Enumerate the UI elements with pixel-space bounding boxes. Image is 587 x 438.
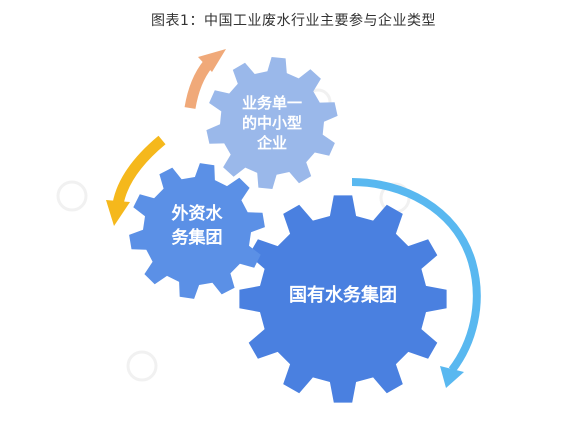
- gear-small-medium-enterprise: [206, 57, 338, 189]
- watermark-logo-1: [56, 180, 88, 212]
- orange-arrow-head: [198, 49, 226, 72]
- gear-foreign-water-group: [129, 163, 265, 299]
- yellow-cycle-arrow: [112, 135, 166, 206]
- blue-arrow-head: [440, 366, 464, 388]
- gear-state-owned-water-group: [239, 195, 447, 403]
- label-small-line-2: 的中小型: [242, 114, 302, 132]
- label-medium-line-2: 务集团: [172, 227, 223, 248]
- label-large-line-1: 国有水务集团: [289, 284, 397, 306]
- watermark-logo-2: [126, 350, 158, 382]
- blue-cycle-arrow: [351, 178, 481, 373]
- label-small-line-3: 企业: [256, 134, 287, 152]
- orange-cycle-arrow: [184, 60, 213, 109]
- label-small-line-1: 业务单一: [242, 94, 302, 112]
- label-medium-line-1: 外资水: [172, 203, 224, 224]
- yellow-arrow-head: [106, 200, 130, 226]
- diagram-title: 图表1：中国工业废水行业主要参与企业类型: [151, 13, 436, 29]
